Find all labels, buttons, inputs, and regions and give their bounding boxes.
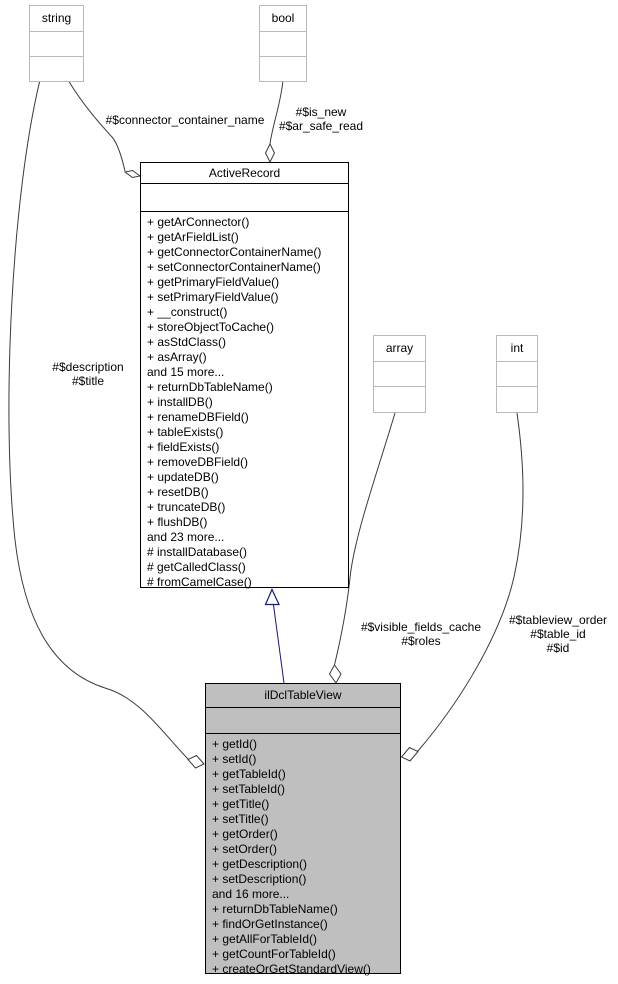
member-row: + setPrimaryFieldValue() (147, 290, 279, 304)
member-row: + flushDB() (147, 515, 208, 529)
member-row: + getCountForTableId() (212, 947, 336, 961)
edge-bool-activerecord (269, 79, 284, 145)
member-row: + setDescription() (212, 872, 307, 886)
edge-label-line: #$roles (401, 634, 441, 648)
type-box-array: array (373, 335, 426, 413)
member-row: + setOrder() (212, 842, 278, 856)
edge-label-line: #$connector_container_name (105, 113, 265, 127)
edge-label-line: #$visible_fields_cache (360, 620, 482, 634)
edge-label-line: #$id (546, 641, 570, 655)
empty-compartment (30, 56, 83, 81)
aggregation-diamond-tableview-top (328, 664, 342, 684)
edge-label-connector-container-name: #$connector_container_name (95, 113, 275, 127)
aggregation-diamond-activerecord-left (123, 169, 142, 179)
attributes-compartment-empty (141, 184, 348, 212)
member-row: and 16 more... (212, 887, 290, 901)
edge-label-line: #$description (52, 360, 124, 374)
member-row: + removeDBField() (147, 455, 249, 469)
member-row: and 23 more... (147, 530, 225, 544)
member-row: + getArConnector() (147, 215, 250, 229)
member-row: + asStdClass() (147, 335, 227, 349)
type-box-string: string (29, 5, 84, 82)
edge-label-visible-fields-roles: #$visible_fields_cache #$roles (350, 620, 492, 648)
member-row: and 15 more... (147, 365, 225, 379)
member-row: # installDatabase() (147, 545, 248, 559)
member-row: + truncateDB() (147, 500, 226, 514)
empty-compartment (497, 386, 537, 411)
type-label: array (385, 341, 414, 355)
class-title-ildcltableview[interactable]: ilDclTableView (206, 684, 400, 708)
member-row: + getArFieldList() (147, 230, 239, 244)
edge-label-line: #$title (71, 374, 105, 388)
type-label: int (510, 341, 524, 355)
edge-label-description-title: #$description #$title (38, 360, 138, 388)
inheritance-edge (273, 604, 285, 684)
type-label: string (41, 11, 72, 25)
member-row: + returnDbTableName() (147, 380, 273, 394)
class-node-ildcltableview[interactable]: ilDclTableView + getId()+ setId()+ getTa… (205, 683, 401, 977)
edge-label-is-new-ar-safe-read: #$is_new #$ar_safe_read (270, 105, 372, 133)
member-row: + getDescription() (212, 857, 308, 871)
aggregation-diamond-tableview-right (400, 746, 419, 762)
empty-compartment (260, 56, 306, 81)
member-row: + findOrGetInstance() (212, 917, 328, 931)
member-row: + fieldExists() (147, 440, 220, 454)
type-label: bool (271, 11, 295, 25)
edge-label-line: #$ar_safe_read (278, 119, 364, 133)
inheritance-arrowhead (264, 588, 280, 606)
member-row: + getAllForTableId() (212, 932, 318, 946)
member-row: + setTitle() (212, 812, 269, 826)
member-row: + getOrder() (212, 827, 278, 841)
member-row: + getPrimaryFieldValue() (147, 275, 280, 289)
member-row: + returnDbTableName() (212, 902, 338, 916)
member-row: + resetDB() (147, 485, 209, 499)
empty-compartment (497, 361, 537, 386)
empty-compartment (30, 31, 83, 56)
edge-array-tableview (334, 412, 396, 666)
edge-label-line: #$tableview_order (508, 613, 608, 627)
member-row: + updateDB() (147, 470, 219, 484)
aggregation-diamond-tableview-left (187, 754, 205, 769)
edge-label-line: #$is_new (295, 105, 347, 119)
attributes-compartment-empty (206, 708, 400, 734)
edge-label-line: #$table_id (530, 627, 586, 641)
empty-compartment (374, 386, 425, 411)
member-row: + tableExists() (147, 425, 224, 439)
member-row: + __construct() (147, 305, 228, 319)
class-title-activerecord[interactable]: ActiveRecord (141, 163, 348, 184)
member-row: # fromCamelCase() (147, 575, 252, 589)
member-row: + getTableId() (212, 767, 286, 781)
member-row: + setId() (212, 752, 257, 766)
member-row: + renameDBField() (147, 410, 249, 424)
empty-compartment (260, 31, 306, 56)
empty-compartment (374, 361, 425, 386)
members-compartment: + getArConnector()+ getArFieldList()+ ge… (141, 212, 348, 590)
edge-int-tableview (417, 412, 524, 752)
class-node-activerecord[interactable]: ActiveRecord + getArConnector()+ getArFi… (140, 162, 349, 590)
member-row: # getCalledClass() (147, 560, 246, 574)
member-row: + createOrGetStandardView() (212, 962, 371, 976)
edge-label-tableview-order-table-id-id: #$tableview_order #$table_id #$id (502, 613, 614, 655)
type-box-bool: bool (259, 5, 307, 82)
member-row: + asArray() (147, 350, 207, 364)
member-row: + setTableId() (212, 782, 286, 796)
member-row: + getConnectorContainerName() (147, 245, 322, 259)
member-row: + setConnectorContainerName() (147, 260, 321, 274)
aggregation-diamond-activerecord-top (264, 142, 276, 164)
member-row: + installDB() (147, 395, 213, 409)
edge-string-tableview (8, 79, 189, 760)
type-box-int: int (496, 335, 538, 413)
members-compartment: + getId()+ setId()+ getTableId()+ setTab… (206, 734, 400, 977)
member-row: + getId() (212, 737, 258, 751)
member-row: + storeObjectToCache() (147, 320, 275, 334)
edge-string-activerecord (67, 79, 126, 172)
member-row: + getTitle() (212, 797, 270, 811)
